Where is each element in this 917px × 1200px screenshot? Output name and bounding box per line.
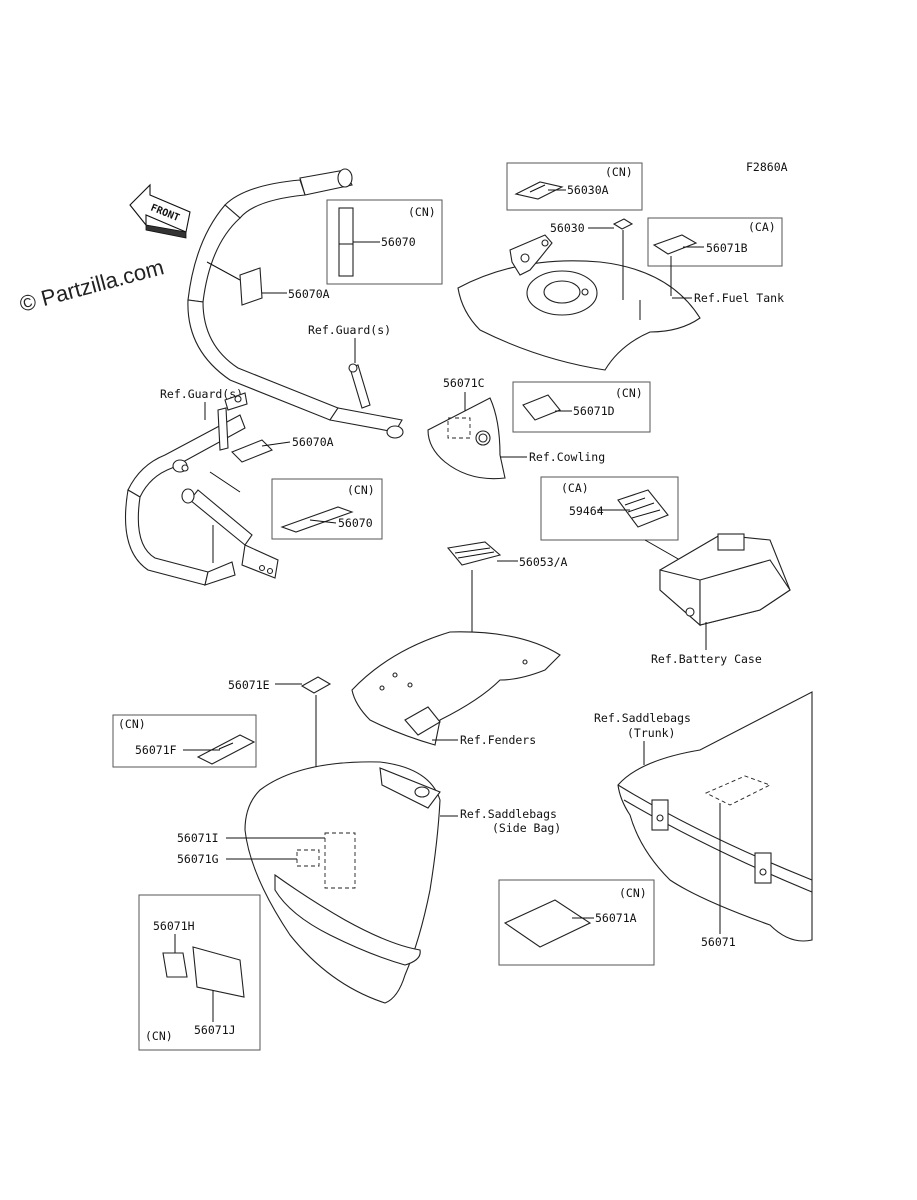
side-saddlebag (244, 761, 441, 1004)
region-tag: (CN) (145, 1029, 173, 1043)
callout-56053A: 56053/A (519, 555, 568, 569)
callout-56030A: 56030A (567, 183, 609, 197)
callout-56070-top: 56070 (381, 235, 416, 249)
sticker-56070-left (280, 506, 354, 533)
callout-ref-saddlebags-side-2: (Side Bag) (492, 821, 561, 835)
sticker-56071H (162, 952, 188, 978)
callout-56071: 56071 (701, 935, 736, 949)
fender (351, 631, 561, 746)
battery-case (659, 533, 791, 627)
sticker-56071B (652, 234, 698, 255)
figure-code: F2860A (746, 160, 788, 174)
callout-ref-saddlebags-trunk-2: (Trunk) (627, 726, 675, 740)
cowling (427, 397, 506, 480)
callout-56071D: 56071D (573, 404, 615, 418)
callout-ref-saddlebags-side-1: Ref.Saddlebags (460, 807, 557, 821)
cn-box-56030A (506, 162, 643, 211)
callout-56071H: 56071H (153, 919, 195, 933)
callout-ref-guards-top: Ref.Guard(s) (308, 323, 391, 337)
callout-56030: 56030 (550, 221, 585, 235)
trunk-saddlebag (617, 691, 813, 942)
sticker-56070-top (338, 207, 354, 277)
engine-guard-top (187, 168, 404, 439)
callout-ref-saddlebags-trunk-1: Ref.Saddlebags (594, 711, 691, 725)
region-tag: (CN) (118, 717, 146, 731)
callout-56071F: 56071F (135, 743, 177, 757)
callout-56070-left: 56070 (338, 516, 373, 530)
region-tag: (CN) (605, 165, 633, 179)
sticker-56030A (514, 181, 564, 200)
front-arrow-icon: FRONT (129, 183, 191, 239)
sticker-56071F (196, 734, 256, 765)
callout-56071J: 56071J (194, 1023, 236, 1037)
region-tag: (CN) (619, 886, 647, 900)
callout-56071B: 56071B (706, 241, 748, 255)
sticker-56071E (300, 676, 332, 694)
region-tag: (CA) (748, 220, 776, 234)
callout-56071C: 56071C (443, 376, 485, 390)
callout-56071G: 56071G (177, 852, 219, 866)
callout-56070A-left: 56070A (292, 435, 334, 449)
sticker-56071J (192, 946, 245, 998)
callout-56071E: 56071E (228, 678, 270, 692)
sticker-56030 (612, 218, 634, 230)
callout-56071I: 56071I (177, 831, 219, 845)
fuel-tank (457, 234, 701, 371)
sticker-59464 (617, 489, 669, 528)
callout-ref-fuel-tank: Ref.Fuel Tank (694, 291, 784, 305)
callout-ref-fenders: Ref.Fenders (460, 733, 536, 747)
engine-guard-left (125, 392, 279, 586)
callout-56070A-top: 56070A (288, 287, 330, 301)
region-tag: (CA) (561, 481, 589, 495)
cn-box-56070-left (271, 478, 383, 540)
sticker-56070A-left (231, 439, 273, 463)
sticker-56071A (503, 899, 592, 948)
callout-56071A: 56071A (595, 911, 637, 925)
region-tag: (CN) (615, 386, 643, 400)
watermark: © Partzilla.com (17, 254, 167, 317)
callout-ref-battery-case: Ref.Battery Case (651, 652, 762, 666)
region-tag: (CN) (408, 205, 436, 219)
callout-59464: 59464 (569, 504, 604, 518)
sticker-56053A (446, 541, 502, 566)
sticker-56071D (522, 394, 561, 421)
callout-ref-cowling: Ref.Cowling (529, 450, 605, 464)
region-tag: (CN) (347, 483, 375, 497)
sticker-56070A-top (239, 267, 263, 306)
callout-ref-guards-left: Ref.Guard(s) (160, 387, 243, 401)
